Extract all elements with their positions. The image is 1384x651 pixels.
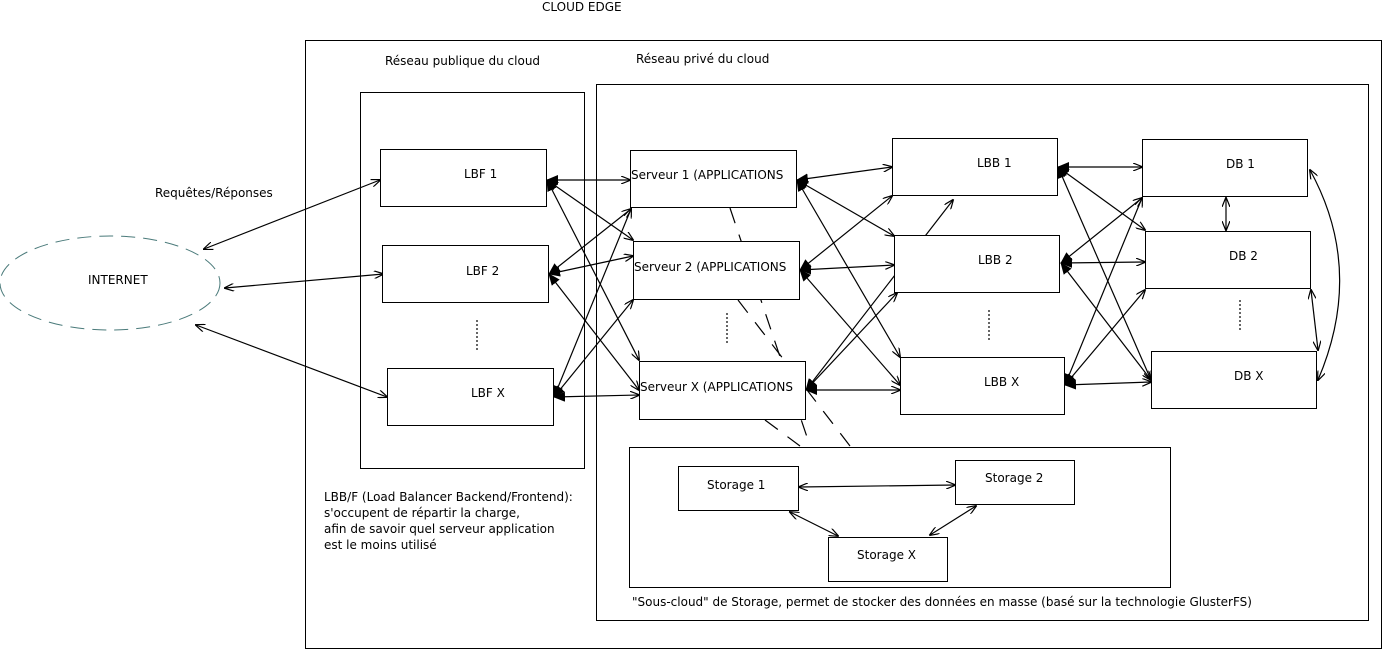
- server-2-label: Serveur 2 (APPLICATIONS: [634, 260, 787, 274]
- db-2-label: DB 2: [1229, 249, 1258, 263]
- lbf-x-box: LBF X: [387, 368, 554, 426]
- db-1-label: DB 1: [1226, 157, 1255, 171]
- lbf-2-box: LBF 2: [382, 245, 549, 303]
- note-line-4: est le moins utilisé: [324, 538, 437, 552]
- storage-x-label: Storage X: [857, 548, 916, 562]
- db-2-box: DB 2: [1145, 231, 1311, 289]
- lbf-1-box: LBF 1: [380, 149, 547, 207]
- storage-subcloud-frame: [629, 447, 1171, 588]
- private-network-label: Réseau privé du cloud: [636, 52, 770, 66]
- storage-1-box: Storage 1: [678, 466, 799, 511]
- db-x-label: DB X: [1234, 369, 1264, 383]
- note-line-1: LBB/F (Load Balancer Backend/Frontend):: [324, 490, 573, 504]
- storage-caption: "Sous-cloud" de Storage, permet de stock…: [632, 595, 1252, 609]
- lbf-2-label: LBF 2: [466, 264, 500, 278]
- load-balancer-note: LBB/F (Load Balancer Backend/Frontend): …: [324, 489, 573, 553]
- lbf-1-label: LBF 1: [464, 167, 498, 181]
- note-line-3: afin de savoir quel serveur application: [324, 522, 555, 536]
- note-line-2: s'occupent de répartir la charge,: [324, 506, 520, 520]
- db-1-box: DB 1: [1142, 139, 1308, 197]
- storage-x-box: Storage X: [828, 537, 948, 582]
- db-x-box: DB X: [1151, 351, 1317, 409]
- requests-label: Requêtes/Réponses: [155, 186, 273, 200]
- lbf-x-label: LBF X: [471, 386, 505, 400]
- lbb-1-box: LBB 1: [892, 138, 1058, 196]
- server-1-label: Serveur 1 (APPLICATIONS: [631, 168, 784, 182]
- lbb-1-label: LBB 1: [977, 156, 1012, 170]
- storage-2-label: Storage 2: [985, 471, 1044, 485]
- lbb-x-box: LBB X: [900, 357, 1065, 415]
- public-network-label: Réseau publique du cloud: [385, 54, 541, 68]
- lbb-2-label: LBB 2: [978, 253, 1013, 267]
- storage-2-box: Storage 2: [955, 460, 1075, 505]
- server-x-label: Serveur X (APPLICATIONS: [640, 380, 793, 394]
- lbb-2-box: LBB 2: [894, 235, 1060, 293]
- internet-cloud-shape: [0, 235, 221, 331]
- lbb-x-label: LBB X: [984, 375, 1020, 389]
- server-x-box: Serveur X (APPLICATIONS: [639, 361, 806, 420]
- storage-1-label: Storage 1: [707, 478, 766, 492]
- internet-label: INTERNET: [88, 273, 148, 287]
- diagram-title: CLOUD EDGE: [542, 0, 622, 14]
- server-2-box: Serveur 2 (APPLICATIONS: [633, 241, 800, 300]
- server-1-box: Serveur 1 (APPLICATIONS: [630, 150, 797, 208]
